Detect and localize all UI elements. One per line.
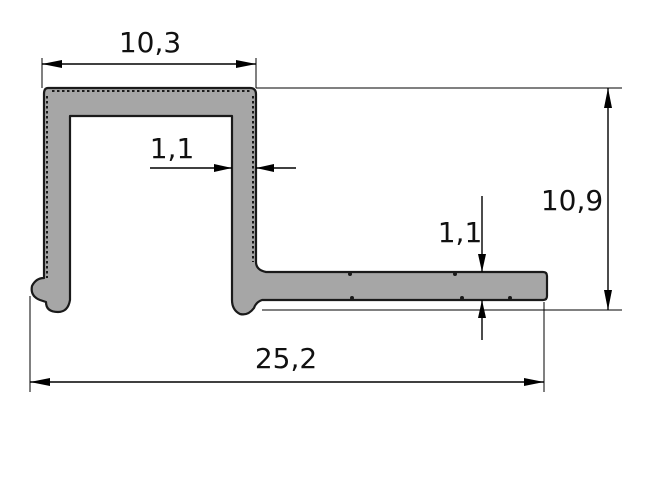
label-wall-thickness: 1,1 — [150, 132, 195, 165]
arrowhead-left — [30, 378, 50, 386]
flange-bump — [350, 296, 354, 300]
dimension-height: 10,9 — [256, 87, 622, 311]
arrowhead-up — [478, 300, 486, 318]
arrowhead-left — [42, 60, 62, 68]
dimension-flange-thickness: 1,1 — [438, 196, 486, 340]
aluminium-profile — [30, 86, 549, 316]
arrowhead-right — [214, 164, 232, 172]
label-height: 10,9 — [541, 184, 603, 217]
flange-bump — [348, 272, 352, 276]
label-flange-thickness: 1,1 — [438, 216, 483, 249]
arrowhead-right — [236, 60, 256, 68]
dimension-top-width: 10,3 — [41, 26, 257, 88]
label-top-width: 10,3 — [119, 26, 181, 59]
arrowhead-down — [478, 254, 486, 272]
dimension-wall-thickness: 1,1 — [150, 132, 296, 172]
profile-shape — [30, 86, 549, 316]
flange-bump — [460, 296, 464, 300]
label-total-width: 25,2 — [255, 342, 317, 375]
arrowhead-right — [524, 378, 544, 386]
flange-bump — [453, 272, 457, 276]
dimension-total-width: 25,2 — [29, 296, 545, 392]
flange-bump — [508, 296, 512, 300]
arrowhead-down — [604, 290, 612, 310]
arrowhead-left — [256, 164, 274, 172]
arrowhead-up — [604, 88, 612, 108]
